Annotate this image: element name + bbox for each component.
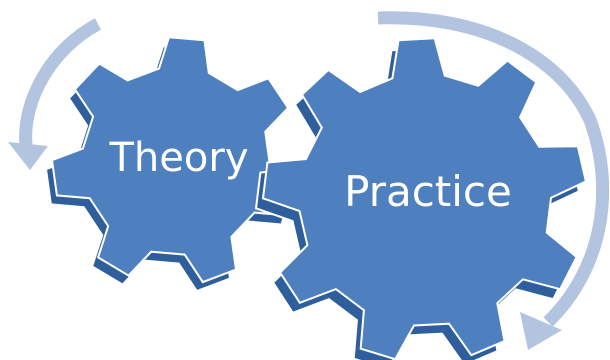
- practice-gear-face: [261, 37, 588, 360]
- theory-gear: Theory: [44, 36, 300, 293]
- cycle-arrow-left-head: [8, 142, 48, 170]
- cycle-arrow-left-shaft: [19, 18, 102, 146]
- cycle-arrow-right-head: [520, 312, 562, 350]
- theory-label: Theory: [109, 135, 249, 181]
- cycle-arrow-right-shaft: [377, 11, 610, 327]
- theory-gear-face: [50, 36, 300, 284]
- practice-gear: Practice: [254, 37, 588, 360]
- cycle-arrow-right: [377, 11, 610, 350]
- practice-label: Practice: [344, 167, 512, 216]
- cycle-arrow-left: [8, 18, 102, 170]
